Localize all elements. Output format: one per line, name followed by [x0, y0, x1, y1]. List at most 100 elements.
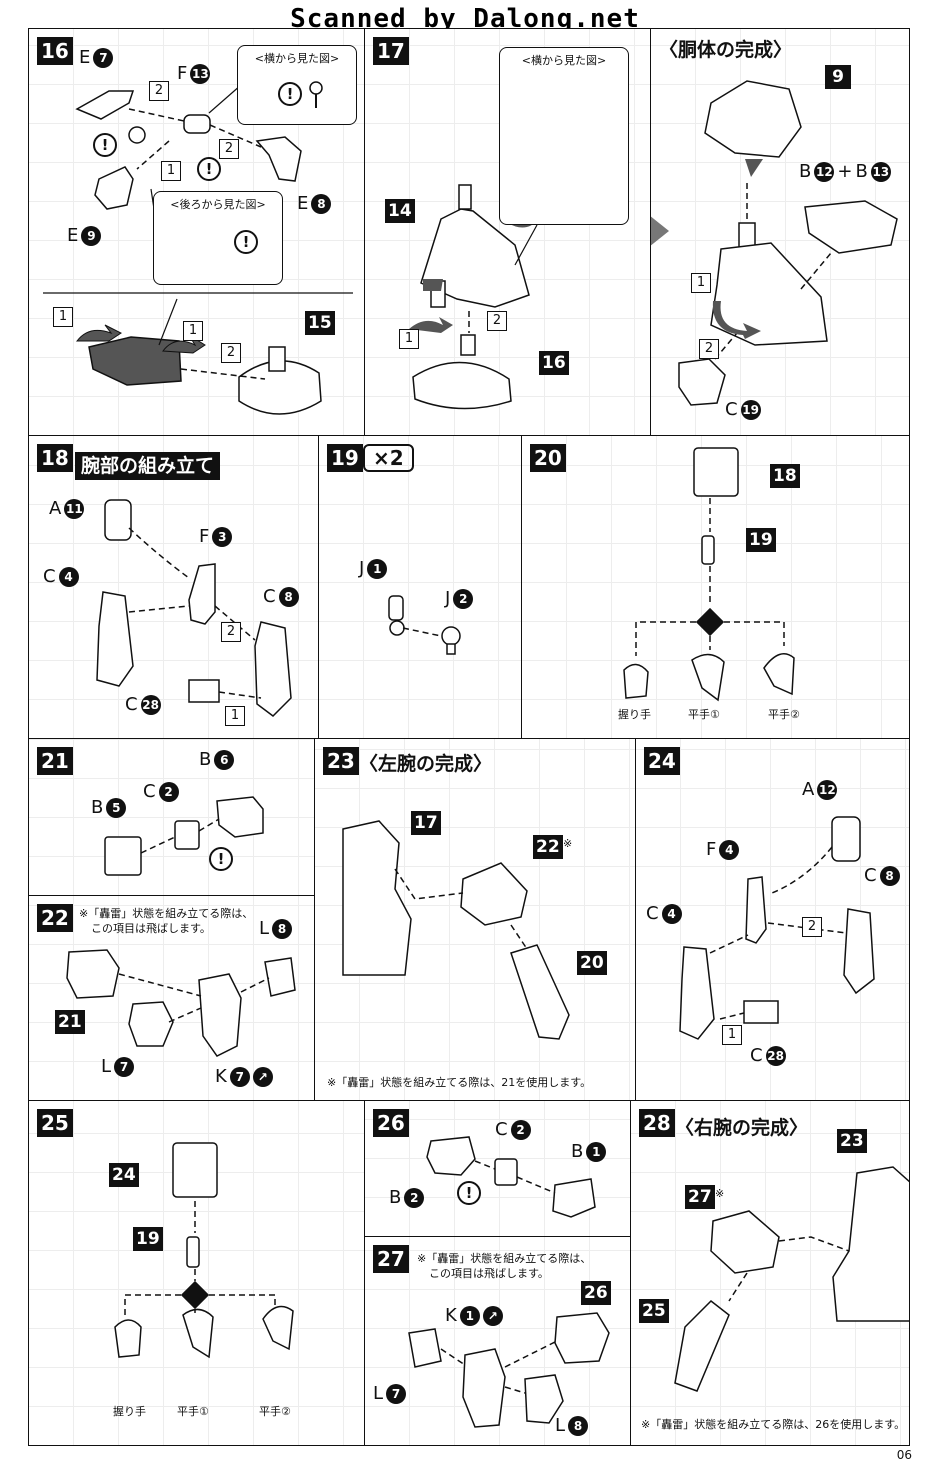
hand-option-grip: 握り手 — [113, 1405, 146, 1418]
part-number: 8 — [278, 586, 299, 607]
runner-letter: F — [177, 63, 188, 84]
step-23-note: ※「轟雷」状態を組み立てる際は、21を使用します。 — [327, 1076, 592, 1089]
ref-step-16-badge: 16 — [539, 351, 569, 375]
part-number: 7 — [114, 1056, 135, 1077]
runner-letter: C — [143, 781, 156, 802]
step-27-skip-note: ※「轟雷」状態を組み立てる際は、 この項目は飛ばします。 — [417, 1251, 591, 1281]
runner-letter: C — [263, 586, 276, 607]
ref-step-21-badge: 21 — [55, 1010, 85, 1034]
side-view-callout: <横から見た図> — [499, 47, 629, 225]
step-25-panel: 25 24 19 握り手 平手① 平手② — [28, 1100, 365, 1446]
torso-title: 〈胴体の完成〉 — [659, 39, 793, 61]
part-number: 13 — [870, 161, 891, 182]
note-line-1: ※「轟雷」状態を組み立てる際は、 — [79, 907, 254, 920]
hand-option-grip: 握り手 — [618, 708, 651, 721]
side-view-caption: <横から見た図> — [254, 52, 340, 65]
runner-letter: C — [495, 1119, 508, 1140]
part-number: 11 — [64, 498, 85, 519]
alt-reference-mark: ※ — [715, 1187, 725, 1200]
order-marker: 2 — [487, 311, 507, 331]
caution-icon: ! — [209, 847, 233, 871]
runner-letter: L — [555, 1415, 566, 1436]
part-number: 2 — [404, 1187, 425, 1208]
ref-step-20-badge: 20 — [577, 951, 607, 975]
ref-step-27-badge: 27 — [685, 1185, 715, 1209]
step-22-skip-note: ※「轟雷」状態を組み立てる際は、 この項目は飛ばします。 — [79, 906, 253, 936]
ref-step-18-badge: 18 — [770, 464, 800, 488]
runner-letter: C — [646, 903, 659, 924]
part-number: 8 — [311, 193, 332, 214]
ref-step-23-badge: 23 — [837, 1129, 867, 1153]
runner-letter: C — [750, 1045, 763, 1066]
caution-icon: ! — [457, 1181, 481, 1205]
cut-mark-icon: ↗ — [482, 1305, 503, 1326]
ref-step-19-badge: 19 — [133, 1227, 163, 1251]
torso-diagram — [678, 80, 898, 406]
step-19-diagram — [388, 595, 461, 655]
runner-letter: F — [706, 839, 717, 860]
step-26-number: 26 — [373, 1109, 409, 1137]
runner-letter: E — [79, 47, 91, 68]
order-marker: 1 — [161, 161, 181, 181]
order-marker: 2 — [221, 343, 241, 363]
hand-option-flat-1: 平手① — [177, 1405, 209, 1418]
step-21-number: 21 — [37, 747, 73, 775]
hand-option-flat-1: 平手① — [688, 708, 720, 721]
hand-selector-icon — [180, 1280, 210, 1310]
runner-letter: J — [445, 588, 451, 609]
runner-letter: K — [445, 1305, 457, 1326]
part-number: 1 — [586, 1141, 607, 1162]
runner-letter: J — [359, 558, 365, 579]
step-25-number: 25 — [37, 1109, 73, 1137]
runner-letter: B — [389, 1187, 402, 1208]
note-line-2: この項目は飛ばします。 — [91, 922, 211, 935]
order-marker: 1 — [722, 1025, 742, 1045]
runner-letter: A — [802, 779, 815, 800]
step-28-diagram — [674, 1166, 909, 1392]
runner-letter: B — [199, 749, 212, 770]
step-20-number: 20 — [530, 444, 566, 472]
runner-letter: C — [125, 694, 138, 715]
part-number: 6 — [214, 749, 235, 770]
part-number: 4 — [58, 566, 79, 587]
step-25-diagram — [114, 1142, 294, 1359]
plus-sign: + — [837, 161, 853, 182]
step-16-number: 16 — [37, 37, 73, 65]
step-17-number: 17 — [373, 37, 409, 65]
step-28-panel: 28 〈右腕の完成〉 23 27 ※ 25 ※「轟雷」状態を組み立てる際は、26… — [630, 1100, 910, 1446]
ref-step-26-badge: 26 — [581, 1281, 611, 1305]
part-number: 12 — [817, 779, 838, 800]
runner-letter: B — [799, 161, 812, 182]
order-marker: 1 — [691, 273, 711, 293]
side-view-caption: <横から見た図> — [521, 54, 607, 67]
step-27-number: 27 — [373, 1245, 409, 1273]
part-number: 28 — [140, 694, 161, 715]
ref-step-22-badge: 22 — [533, 835, 563, 859]
step-17-panel: 17 <横から見た図> 14 16 1 2 — [364, 28, 651, 436]
order-marker: 2 — [221, 622, 241, 642]
step-24-number: 24 — [644, 747, 680, 775]
part-number: 13 — [190, 63, 211, 84]
runner-letter: L — [373, 1383, 384, 1404]
runner-letter: E — [67, 225, 79, 246]
part-number: 8 — [568, 1415, 589, 1436]
